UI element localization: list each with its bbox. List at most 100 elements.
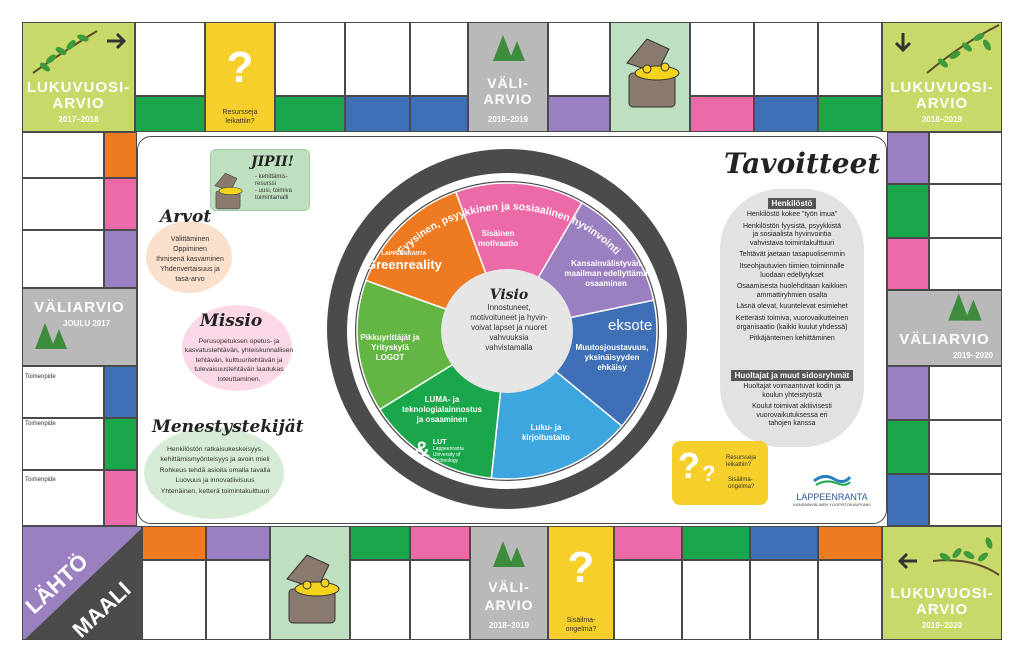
board-cell[interactable] — [929, 366, 1002, 420]
board-cell[interactable] — [22, 178, 104, 230]
huoltajat-goal-line: tahojen kanssa — [768, 420, 816, 428]
color-strip — [275, 96, 345, 132]
menestystekija-item: Luovuus ja innovatiivisuus — [175, 477, 255, 485]
board-cell[interactable] — [929, 132, 1002, 184]
color-strip — [887, 238, 929, 290]
board-cell[interactable]: Toimenpide — [22, 470, 104, 526]
board-cell[interactable] — [22, 230, 104, 288]
color-strip — [410, 96, 468, 132]
segment-text: osaaminen — [585, 279, 627, 288]
missio-bubble — [182, 305, 292, 391]
board-cell[interactable]: Toimenpide — [22, 418, 104, 470]
color-strip — [104, 132, 137, 178]
menestystekija-item: Yhtenäinen, ketterä toimintakulttuuri — [160, 487, 270, 495]
board-cell[interactable] — [818, 22, 882, 96]
corner-title-1: LUKUVUOSI- — [26, 79, 131, 96]
board-cell[interactable] — [142, 560, 206, 640]
board-cell[interactable] — [690, 22, 754, 96]
arrow-right-icon — [107, 32, 127, 50]
henkilosto-goal-line: organisaatio (kaikki kuulut yhdessä) — [736, 323, 848, 331]
board-cell[interactable]: Toimenpide — [22, 366, 104, 418]
board-cell[interactable] — [682, 560, 750, 640]
menestystekija-item: kehittämismyönteisyys ja avoin mieli — [160, 456, 270, 464]
board-cell[interactable] — [929, 420, 1002, 474]
question-tile-bottom[interactable]: ? Sisäilma- ongelma? — [548, 526, 614, 640]
color-strip — [818, 96, 882, 132]
question-mark-icon: ? — [567, 543, 595, 592]
board-cell[interactable] — [206, 560, 270, 640]
jipii-item: resurssi — [255, 181, 277, 187]
color-strip — [350, 526, 410, 560]
question-tile-top[interactable]: ? Resursseja leikattiin? — [205, 22, 275, 132]
arvot-title: Arvot — [160, 207, 212, 227]
toimenpide-label: Toimenpide — [25, 421, 56, 427]
segment-label-luma: LUMA- ja teknologialainnostus ja osaamin… — [392, 395, 492, 425]
segment-text: Pikkuyrittäjät ja — [360, 333, 420, 342]
henkilosto-goal-line: Henkilöstön fyysistä, psyykkistä — [742, 222, 842, 230]
valiarvio-title-1: VÄLI- — [488, 579, 530, 595]
jipii-item: toimintamalli — [255, 195, 289, 201]
branch-icon — [926, 24, 1000, 74]
color-strip — [206, 526, 270, 560]
board-cell[interactable] — [410, 22, 468, 96]
treasure-tile-bottom[interactable] — [270, 526, 350, 640]
color-strip — [887, 366, 929, 420]
segment-label-kansainvalistyvan: Kansainvälistyvän maailman edellyttämä o… — [556, 259, 656, 289]
start-tile[interactable]: LÄHTÖ MAALI — [22, 526, 142, 640]
color-strip — [614, 526, 682, 560]
missio-item: tehtävän, kulttuuritehtävän ja — [195, 356, 283, 364]
henkilosto-goal: Henkilöstö kokee ”työn imua” — [722, 211, 862, 220]
henkilosto-goal: Pitkäjänteinen kehittäminen — [722, 335, 862, 344]
henkilosto-goal-line: Itseohjautuvien tiimien toiminnalle — [739, 262, 845, 270]
board-cell[interactable] — [275, 22, 345, 96]
board-cell[interactable] — [614, 560, 682, 640]
board-cell[interactable] — [22, 132, 104, 178]
henkilosto-goal: Läsnä olevat, kuuntelevat esimiehet — [722, 303, 862, 312]
henkilosto-goal-line: Osaamisesta huolehditaan kaikkien — [736, 283, 848, 291]
segment-text: Luku- ja — [530, 423, 562, 432]
lappeenranta-logo: LAPPEENRANTA KANSAINVÄLINEN YLIOPISTOKAU… — [784, 473, 880, 507]
valiarvio-title-2: ARVIO — [484, 597, 534, 613]
visio-line: vahvistamalla — [485, 343, 533, 352]
board-cell[interactable] — [750, 560, 818, 640]
board-cell[interactable] — [754, 22, 818, 96]
huoltajat-goal-line: vuorovaikutuksessa eri — [756, 411, 828, 419]
color-strip — [818, 526, 882, 560]
board-cell[interactable] — [929, 474, 1002, 526]
board-cell[interactable] — [345, 22, 410, 96]
lappeenranta-name: LAPPEENRANTA — [796, 492, 868, 502]
board-cell[interactable] — [548, 22, 610, 96]
lut-text: Lappeenranta — [432, 446, 464, 452]
henkilosto-goal-line: ja sosiaalista hyvinvointia — [752, 231, 832, 239]
board-cell[interactable] — [929, 184, 1002, 238]
ampersand-icon: & — [414, 437, 430, 462]
board-cell[interactable] — [929, 238, 1002, 290]
strategy-wheel: Fyysinen, psyykkinen ja sosiaalinen hyvi… — [327, 149, 687, 517]
segment-text: ehkäisy — [597, 363, 627, 372]
color-strip — [104, 366, 137, 418]
board-cell[interactable] — [818, 560, 882, 640]
arrow-down-icon — [894, 33, 912, 53]
henkilosto-goal-line: ammattiryhmien osalta — [756, 291, 828, 299]
question-card-text: Sisäilma- — [728, 477, 753, 483]
question-mark-icon: ? — [702, 461, 716, 486]
board-cell[interactable] — [350, 560, 410, 640]
henkilosto-goal: Tehtävät jaetaan tasapuolisemmin — [722, 251, 862, 260]
greenreality-logo: LAPPEENRANTA Greenreality — [366, 251, 442, 272]
segment-label-muutos: Muutosjoustavuus, yksinäisyyden ehkäisy — [564, 343, 660, 373]
valiarvio-year: 2018–2019 — [488, 621, 530, 630]
board-cell[interactable] — [135, 22, 205, 96]
corner-year: 2018–2019 — [921, 115, 963, 124]
treasure-tile-top[interactable] — [610, 22, 690, 132]
question-mark-icon: ? — [678, 445, 700, 486]
visio-block: Visio Innostuneet, motivoituneet ja hyvi… — [444, 287, 574, 353]
board-cell[interactable] — [410, 560, 470, 640]
corner-title-2: ARVIO — [915, 95, 969, 112]
question-mark-icon: ? — [226, 43, 254, 92]
branch-icon — [32, 30, 98, 74]
henkilosto-goal-line: luodaan edellytykset — [760, 271, 824, 279]
